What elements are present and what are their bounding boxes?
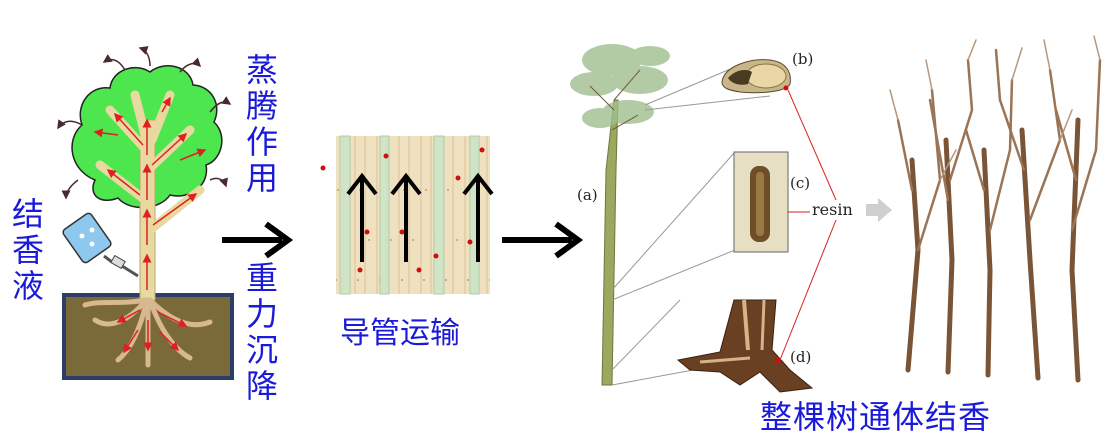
panel-tag-a: (a) xyxy=(577,186,598,204)
vessel-up-arrows xyxy=(346,172,494,262)
flow-arrows-roots xyxy=(116,309,188,354)
resin-label: resin xyxy=(812,200,853,219)
callout-lines xyxy=(611,64,771,386)
panel-tag-d: (d) xyxy=(790,348,812,366)
tall-tree-foliage xyxy=(570,44,670,128)
infusion-bag xyxy=(62,212,139,278)
resin-grey-arrow xyxy=(866,198,892,222)
label-zhengke: 整棵树通体结香 xyxy=(760,398,992,436)
panel-d-section xyxy=(676,299,814,393)
panel-tag-c: (c) xyxy=(790,174,811,192)
label-zhongli: 重力沉降 xyxy=(245,259,278,405)
label-jiexiangye: 结香液 xyxy=(11,195,44,305)
panel-c-section xyxy=(733,151,789,253)
resin-lines xyxy=(779,89,837,361)
label-daoguan: 导管运输 xyxy=(340,316,460,351)
arrow-right-2 xyxy=(502,221,584,259)
tall-tree-illustration xyxy=(570,44,670,386)
xylem-vessel-panel xyxy=(320,135,494,295)
tall-trunk xyxy=(601,99,619,386)
arrow-right-1 xyxy=(222,221,294,259)
label-zhengteng: 蒸腾作用 xyxy=(245,51,278,197)
left-tree-illustration xyxy=(57,46,234,380)
panel-b-section xyxy=(721,59,791,94)
transpiration-curls xyxy=(57,46,232,200)
panel-tag-b: (b) xyxy=(792,50,814,68)
flow-arrows-up xyxy=(93,96,207,290)
leafless-trees xyxy=(889,35,1102,383)
resin-dots xyxy=(320,147,485,273)
